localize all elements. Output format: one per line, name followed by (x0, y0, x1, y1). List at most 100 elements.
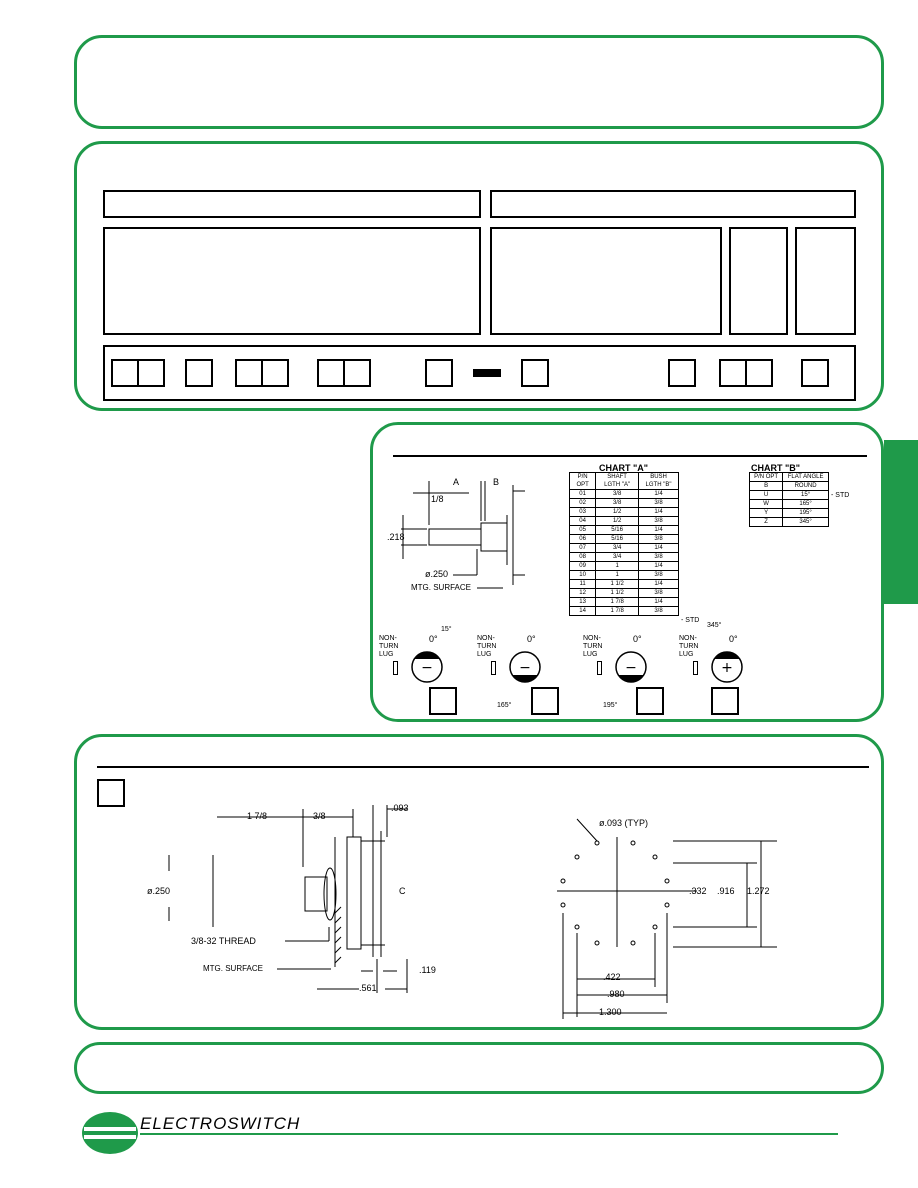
shaft-drawing (401, 481, 525, 589)
flat-option-box (531, 687, 559, 715)
table-cell: 3/8 (595, 498, 640, 508)
angle-zero-label: 0° (527, 634, 536, 644)
dim-561-label: .561 (359, 983, 377, 993)
lug-marker (491, 661, 496, 675)
table-cell: 3/8 (638, 606, 679, 616)
table-cell: 01 (568, 489, 597, 499)
table-cell: 13 (568, 597, 597, 607)
table-cell: 1 (595, 570, 640, 580)
dim-119-label: .119 (419, 965, 436, 975)
table-cell: 3/8 (638, 552, 679, 562)
footer-rule (140, 1133, 838, 1135)
dimensions-panel: 1 7/8 3/8 .093 ø.250 C 3/8-32 THREAD MTG… (74, 734, 884, 1030)
table-cell: 11 (568, 579, 597, 589)
dim-1-7-8-label: 1 7/8 (247, 811, 268, 821)
dim-b-label: B (493, 477, 500, 487)
chart_a-header-cell: BUSH LGTH "B" (638, 472, 679, 490)
table-cell: B (748, 481, 784, 491)
shaft-flat-orientation-icon: − (615, 651, 647, 683)
chart-b-std-note: - STD (831, 492, 850, 499)
table-cell: 3/8 (595, 489, 640, 499)
pn-cell (425, 359, 453, 387)
table-cell: 3/8 (638, 570, 679, 580)
options-header-box (490, 190, 856, 218)
table-cell: 08 (568, 552, 597, 562)
pn-cell (317, 359, 345, 387)
table-cell: 14 (568, 606, 597, 616)
shaft-options-panel: A B 1/8 .218 ø.250 MTG. SURFACE CHART "A… (370, 422, 884, 722)
angle-side-label: 15° (441, 626, 452, 633)
table-cell: 1 7/8 (595, 597, 640, 607)
centerline-label: C (399, 886, 406, 896)
dim-980-label: .980 (607, 989, 625, 999)
dim-1272-label: 1.272 (747, 886, 770, 896)
table-cell: 1/4 (638, 507, 679, 517)
table-cell: 5/16 (595, 525, 640, 535)
table-cell: 07 (568, 543, 597, 553)
table-cell: 1 7/8 (595, 606, 640, 616)
angle-zero-label: 0° (633, 634, 642, 644)
dim-dia250-label: ø.250 (425, 569, 449, 579)
chart-a-title: CHART "A" (599, 463, 649, 473)
table-cell: 1/2 (595, 516, 640, 526)
chart-a-std-note: - STD (681, 617, 700, 624)
dim-422-label: .422 (603, 972, 621, 982)
description-header-box (103, 190, 481, 218)
table-cell: 06 (568, 534, 597, 544)
mtg-surface-label: MTG. SURFACE (411, 583, 472, 592)
table-cell: 10 (568, 570, 597, 580)
dim-332-label: .332 (689, 886, 707, 896)
table-cell: 5/16 (595, 534, 640, 544)
dim-eighth-label: 1/8 (431, 494, 444, 504)
table-cell: U (748, 490, 784, 500)
table-cell: Y (748, 508, 784, 518)
table-cell: 12 (568, 588, 597, 598)
options-body-box-3 (795, 227, 856, 335)
pn-cell (668, 359, 696, 387)
table-cell: 345° (782, 517, 829, 527)
table-cell: ROUND (782, 481, 829, 491)
table-cell: 195° (782, 508, 829, 518)
dim-1300-label: 1.300 (599, 1007, 622, 1017)
table-cell: 1/2 (595, 507, 640, 517)
thread-label: 3/8-32 THREAD (191, 936, 256, 946)
lug-marker (693, 661, 698, 675)
table-cell: 3/8 (638, 516, 679, 526)
flat-option-box (636, 687, 664, 715)
table-cell: 1/4 (638, 525, 679, 535)
drawing-option-box (97, 779, 125, 807)
table-cell: 1/4 (638, 543, 679, 553)
pn-cell (137, 359, 165, 387)
lug-marker (393, 661, 398, 675)
flat-symbol: + (721, 660, 733, 676)
pn-cell (111, 359, 139, 387)
table-cell: 3/8 (638, 498, 679, 508)
angle-side-label: 165° (497, 702, 512, 709)
header-panel (74, 35, 884, 129)
table-cell: 04 (568, 516, 597, 526)
table-cell: 09 (568, 561, 597, 571)
non-turn-lug-label: NON- TURN LUG (679, 635, 699, 658)
table-cell: 1 (595, 561, 640, 571)
description-body-box (103, 227, 481, 335)
pn-dash (473, 369, 501, 377)
table-cell: 03 (568, 507, 597, 517)
options-body-box-2 (729, 227, 788, 335)
side-view-drawing (168, 805, 408, 993)
dim-093-label: .093 (391, 803, 409, 813)
shaft-flat-orientation-icon: − (509, 651, 541, 683)
